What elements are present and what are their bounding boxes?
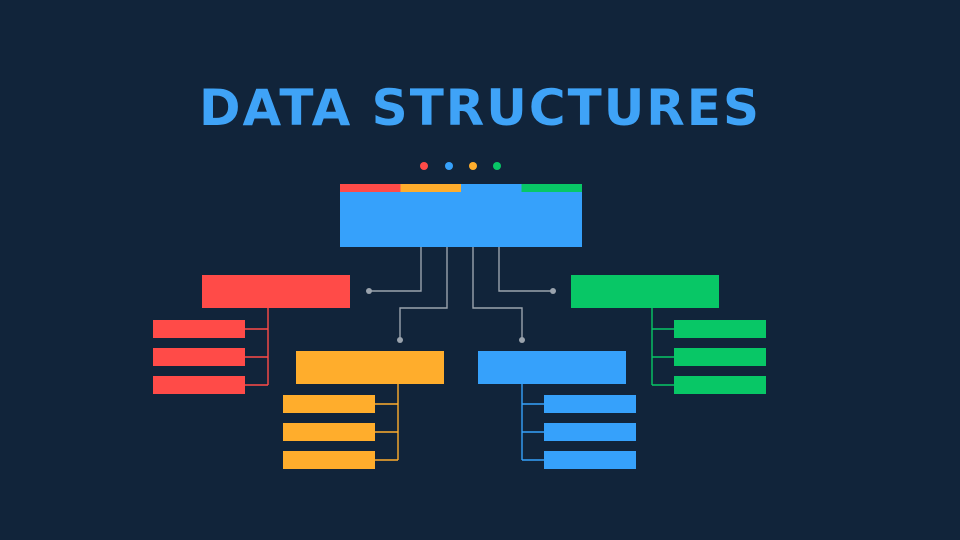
- dot-red: [420, 162, 428, 170]
- group-orange: [283, 351, 444, 469]
- group-red-item: [153, 376, 245, 394]
- group-green-item: [674, 348, 766, 366]
- group-green-item: [674, 320, 766, 338]
- dot-green: [493, 162, 501, 170]
- group-red: [153, 275, 350, 394]
- page-title: DATA STRUCTURES: [199, 79, 761, 137]
- group-orange-item: [283, 423, 375, 441]
- connectors: [366, 247, 556, 343]
- connector-orange-line: [399, 247, 448, 340]
- connector-green-dot: [550, 288, 556, 294]
- group-red-item: [153, 320, 245, 338]
- group-blue-parent: [478, 351, 626, 384]
- group-red-parent: [202, 275, 350, 308]
- root-box: [340, 184, 582, 247]
- group-orange-item: [283, 395, 375, 413]
- connector-orange-dot: [397, 337, 403, 343]
- group-blue-item: [544, 451, 636, 469]
- connector-green-line: [498, 247, 553, 292]
- group-blue: [478, 351, 636, 469]
- group-green-item: [674, 376, 766, 394]
- group-orange-item: [283, 451, 375, 469]
- root-strip-blue: [461, 184, 522, 192]
- group-red-item: [153, 348, 245, 366]
- group-blue-item: [544, 423, 636, 441]
- group-blue-item: [544, 395, 636, 413]
- window-dots: [420, 162, 501, 170]
- group-green-parent: [571, 275, 719, 308]
- group-green: [571, 275, 766, 394]
- connector-blue-dot: [519, 337, 525, 343]
- connector-red-dot: [366, 288, 372, 294]
- root-strip-green: [521, 184, 582, 192]
- root-strip-orange: [400, 184, 461, 192]
- root-node: [340, 184, 582, 247]
- dot-orange: [469, 162, 477, 170]
- group-orange-parent: [296, 351, 444, 384]
- connector-red-line: [369, 247, 422, 292]
- child-groups: [153, 275, 766, 469]
- connector-blue-line: [472, 247, 523, 340]
- dot-blue: [445, 162, 453, 170]
- root-strip-red: [340, 184, 401, 192]
